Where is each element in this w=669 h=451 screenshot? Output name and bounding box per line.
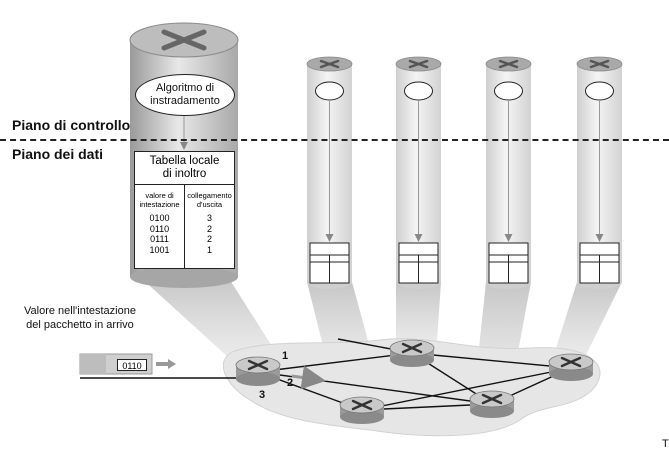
router-4-x-icon (498, 59, 519, 69)
beam-3 (396, 282, 441, 356)
mini-table-4 (488, 242, 529, 284)
routing-algorithm-line1: Algoritmo di (155, 82, 215, 94)
network-router-top (389, 339, 435, 367)
router-3-x-icon (408, 59, 429, 69)
packet-arrow-icon (156, 359, 176, 369)
router-2-x-icon (319, 59, 340, 69)
header-value-column-header: valore di intestazione (135, 191, 184, 213)
port-label-3: 3 (259, 389, 266, 401)
routing-algorithm: Algoritmo di instradamento (135, 74, 235, 116)
data-plane-label: Piano dei dati (12, 146, 104, 162)
outgoing-arrow (291, 365, 326, 390)
forwarding-table-title-line2: di inoltro (162, 168, 207, 180)
mini-table-3 (398, 242, 439, 284)
plane-divider (0, 139, 669, 141)
packet-header-value: 0110 (117, 359, 147, 371)
table-row-link: 2 (206, 223, 212, 234)
table-row-link: 2 (206, 234, 212, 244)
forwarding-table-title: Tabella locale di inoltro (135, 152, 234, 185)
table-row-header: 1001 (149, 244, 170, 255)
table-row-link: 3 (206, 213, 212, 223)
table-row-header: 0100 (149, 213, 170, 223)
network-router-right (548, 353, 594, 381)
beam-main (140, 277, 282, 368)
mini-table-5 (579, 242, 620, 284)
header-value-header-line1: valore di (145, 191, 174, 200)
output-link-column-header: collegamento d'uscita (185, 191, 234, 213)
table-row-header: 0111 (150, 234, 169, 244)
network-router-bottom-right (469, 390, 515, 418)
corner-mark: T (662, 438, 669, 450)
table-row-header: 0110 (149, 223, 170, 234)
packet-header-caption-line2: del pacchetto in arrivo (26, 319, 134, 331)
output-link-column: collegamento d'uscita 3 2 2 1 (185, 185, 234, 268)
output-link-header-line2: d'uscita (196, 200, 223, 209)
beam-5 (550, 282, 622, 367)
routing-algorithm-line2: instradamento (150, 95, 220, 107)
mini-tables (309, 242, 620, 284)
header-value-header-line2: intestazione (139, 200, 180, 209)
header-value-column: valore di intestazione 0100 0110 0111 10… (135, 185, 185, 268)
control-to-table-arrows (180, 100, 604, 242)
forwarding-table-title-line1: Tabella locale (149, 155, 220, 167)
output-link-header-line1: collegamento (187, 191, 232, 200)
control-plane-label: Piano di controllo (12, 117, 131, 133)
table-row-link: 1 (206, 244, 212, 255)
port-label-2: 2 (287, 377, 294, 389)
packet-header-caption: Valore nell'intestazione del pacchetto i… (24, 304, 136, 332)
port-label-1: 1 (282, 350, 289, 362)
forwarding-table: Tabella locale di inoltro valore di inte… (134, 151, 235, 269)
packet-header-caption-line1: Valore nell'intestazione (24, 305, 136, 317)
network-router-main (235, 356, 281, 386)
main-router-x-icon (161, 29, 207, 51)
network-routers (235, 339, 594, 424)
router-5-x-icon (589, 59, 610, 69)
network-router-bottom-left (339, 396, 385, 424)
mini-table-2 (309, 242, 350, 284)
